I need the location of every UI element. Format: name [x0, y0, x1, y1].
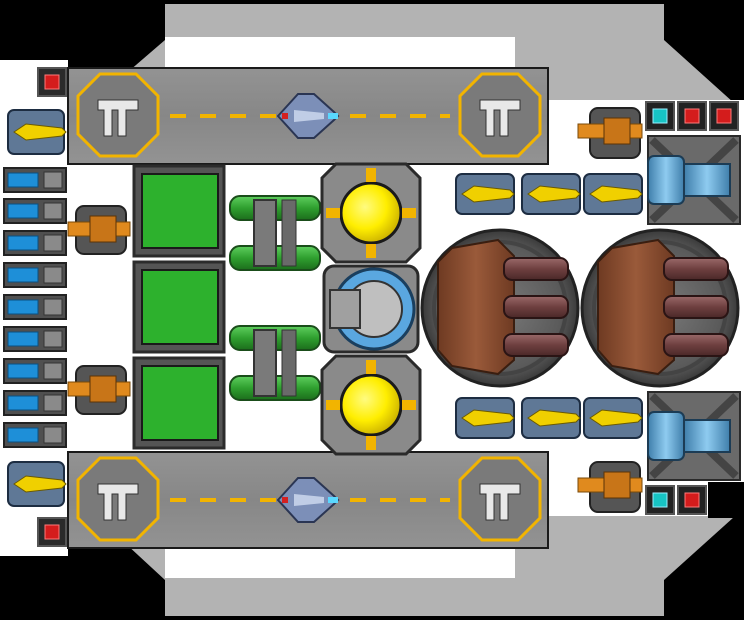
battery-4[interactable] [3, 262, 67, 288]
hangar-top [67, 67, 549, 165]
pipe-module-top [229, 195, 321, 271]
left-missile-launcher-top[interactable] [7, 109, 67, 155]
laser-turret-left-bottom[interactable] [67, 365, 131, 415]
laser-turret-left-top[interactable] [67, 205, 131, 255]
missile-launcher-r3[interactable] [583, 173, 643, 215]
reactor-bottom[interactable] [320, 354, 422, 456]
landing-pad-top-right[interactable] [458, 72, 542, 158]
power-node-top-1[interactable] [645, 101, 675, 131]
left-capacitor-bottom[interactable] [37, 517, 67, 547]
battery-7[interactable] [3, 358, 67, 384]
pipe-module-bottom [229, 325, 321, 401]
battery-5[interactable] [3, 294, 67, 320]
missile-launcher-r6[interactable] [583, 397, 643, 439]
left-capacitor-top[interactable] [37, 67, 67, 97]
hangar-bottom [67, 451, 549, 549]
missile-launcher-r1[interactable] [455, 173, 515, 215]
battery-9[interactable] [3, 422, 67, 448]
landing-pad-bottom-right[interactable] [458, 456, 542, 542]
battery-1[interactable] [3, 167, 67, 193]
heavy-cannon-left[interactable] [420, 228, 580, 388]
black-notch [708, 482, 744, 518]
hull-bottom-panel [165, 548, 515, 578]
landing-pad-top-left[interactable] [76, 72, 160, 158]
battery-6[interactable] [3, 326, 67, 352]
battery-8[interactable] [3, 390, 67, 416]
capacitor-top-2[interactable] [709, 101, 739, 131]
battery-bank [3, 167, 67, 448]
missile-launcher-r5[interactable] [521, 397, 581, 439]
reactor-top[interactable] [320, 162, 422, 264]
fuel-tank-2[interactable] [132, 260, 226, 354]
heavy-cannon-right[interactable] [580, 228, 740, 388]
hull-top-panel [165, 37, 515, 67]
power-node-bottom-1[interactable] [645, 485, 675, 515]
fighter-ship-top[interactable] [276, 93, 340, 139]
missile-row-top [455, 173, 643, 215]
fuel-tank-1[interactable] [132, 164, 226, 258]
missile-launcher-r4[interactable] [455, 397, 515, 439]
fighter-ship-bottom[interactable] [276, 477, 340, 523]
capacitor-bottom-1[interactable] [677, 485, 707, 515]
laser-turret-right-bottom[interactable] [577, 461, 643, 513]
left-missile-launcher-bottom[interactable] [7, 461, 67, 507]
landing-pad-bottom-left[interactable] [76, 456, 160, 542]
thruster-bottom[interactable] [647, 391, 741, 481]
thruster-top[interactable] [647, 135, 741, 225]
missile-launcher-r2[interactable] [521, 173, 581, 215]
battery-3[interactable] [3, 230, 67, 256]
fuel-tank-3[interactable] [132, 356, 226, 450]
laser-turret-right-top[interactable] [577, 107, 643, 159]
battery-2[interactable] [3, 198, 67, 224]
shield-generator[interactable] [322, 264, 420, 354]
missile-row-bottom [455, 397, 643, 439]
capacitor-top-1[interactable] [677, 101, 707, 131]
